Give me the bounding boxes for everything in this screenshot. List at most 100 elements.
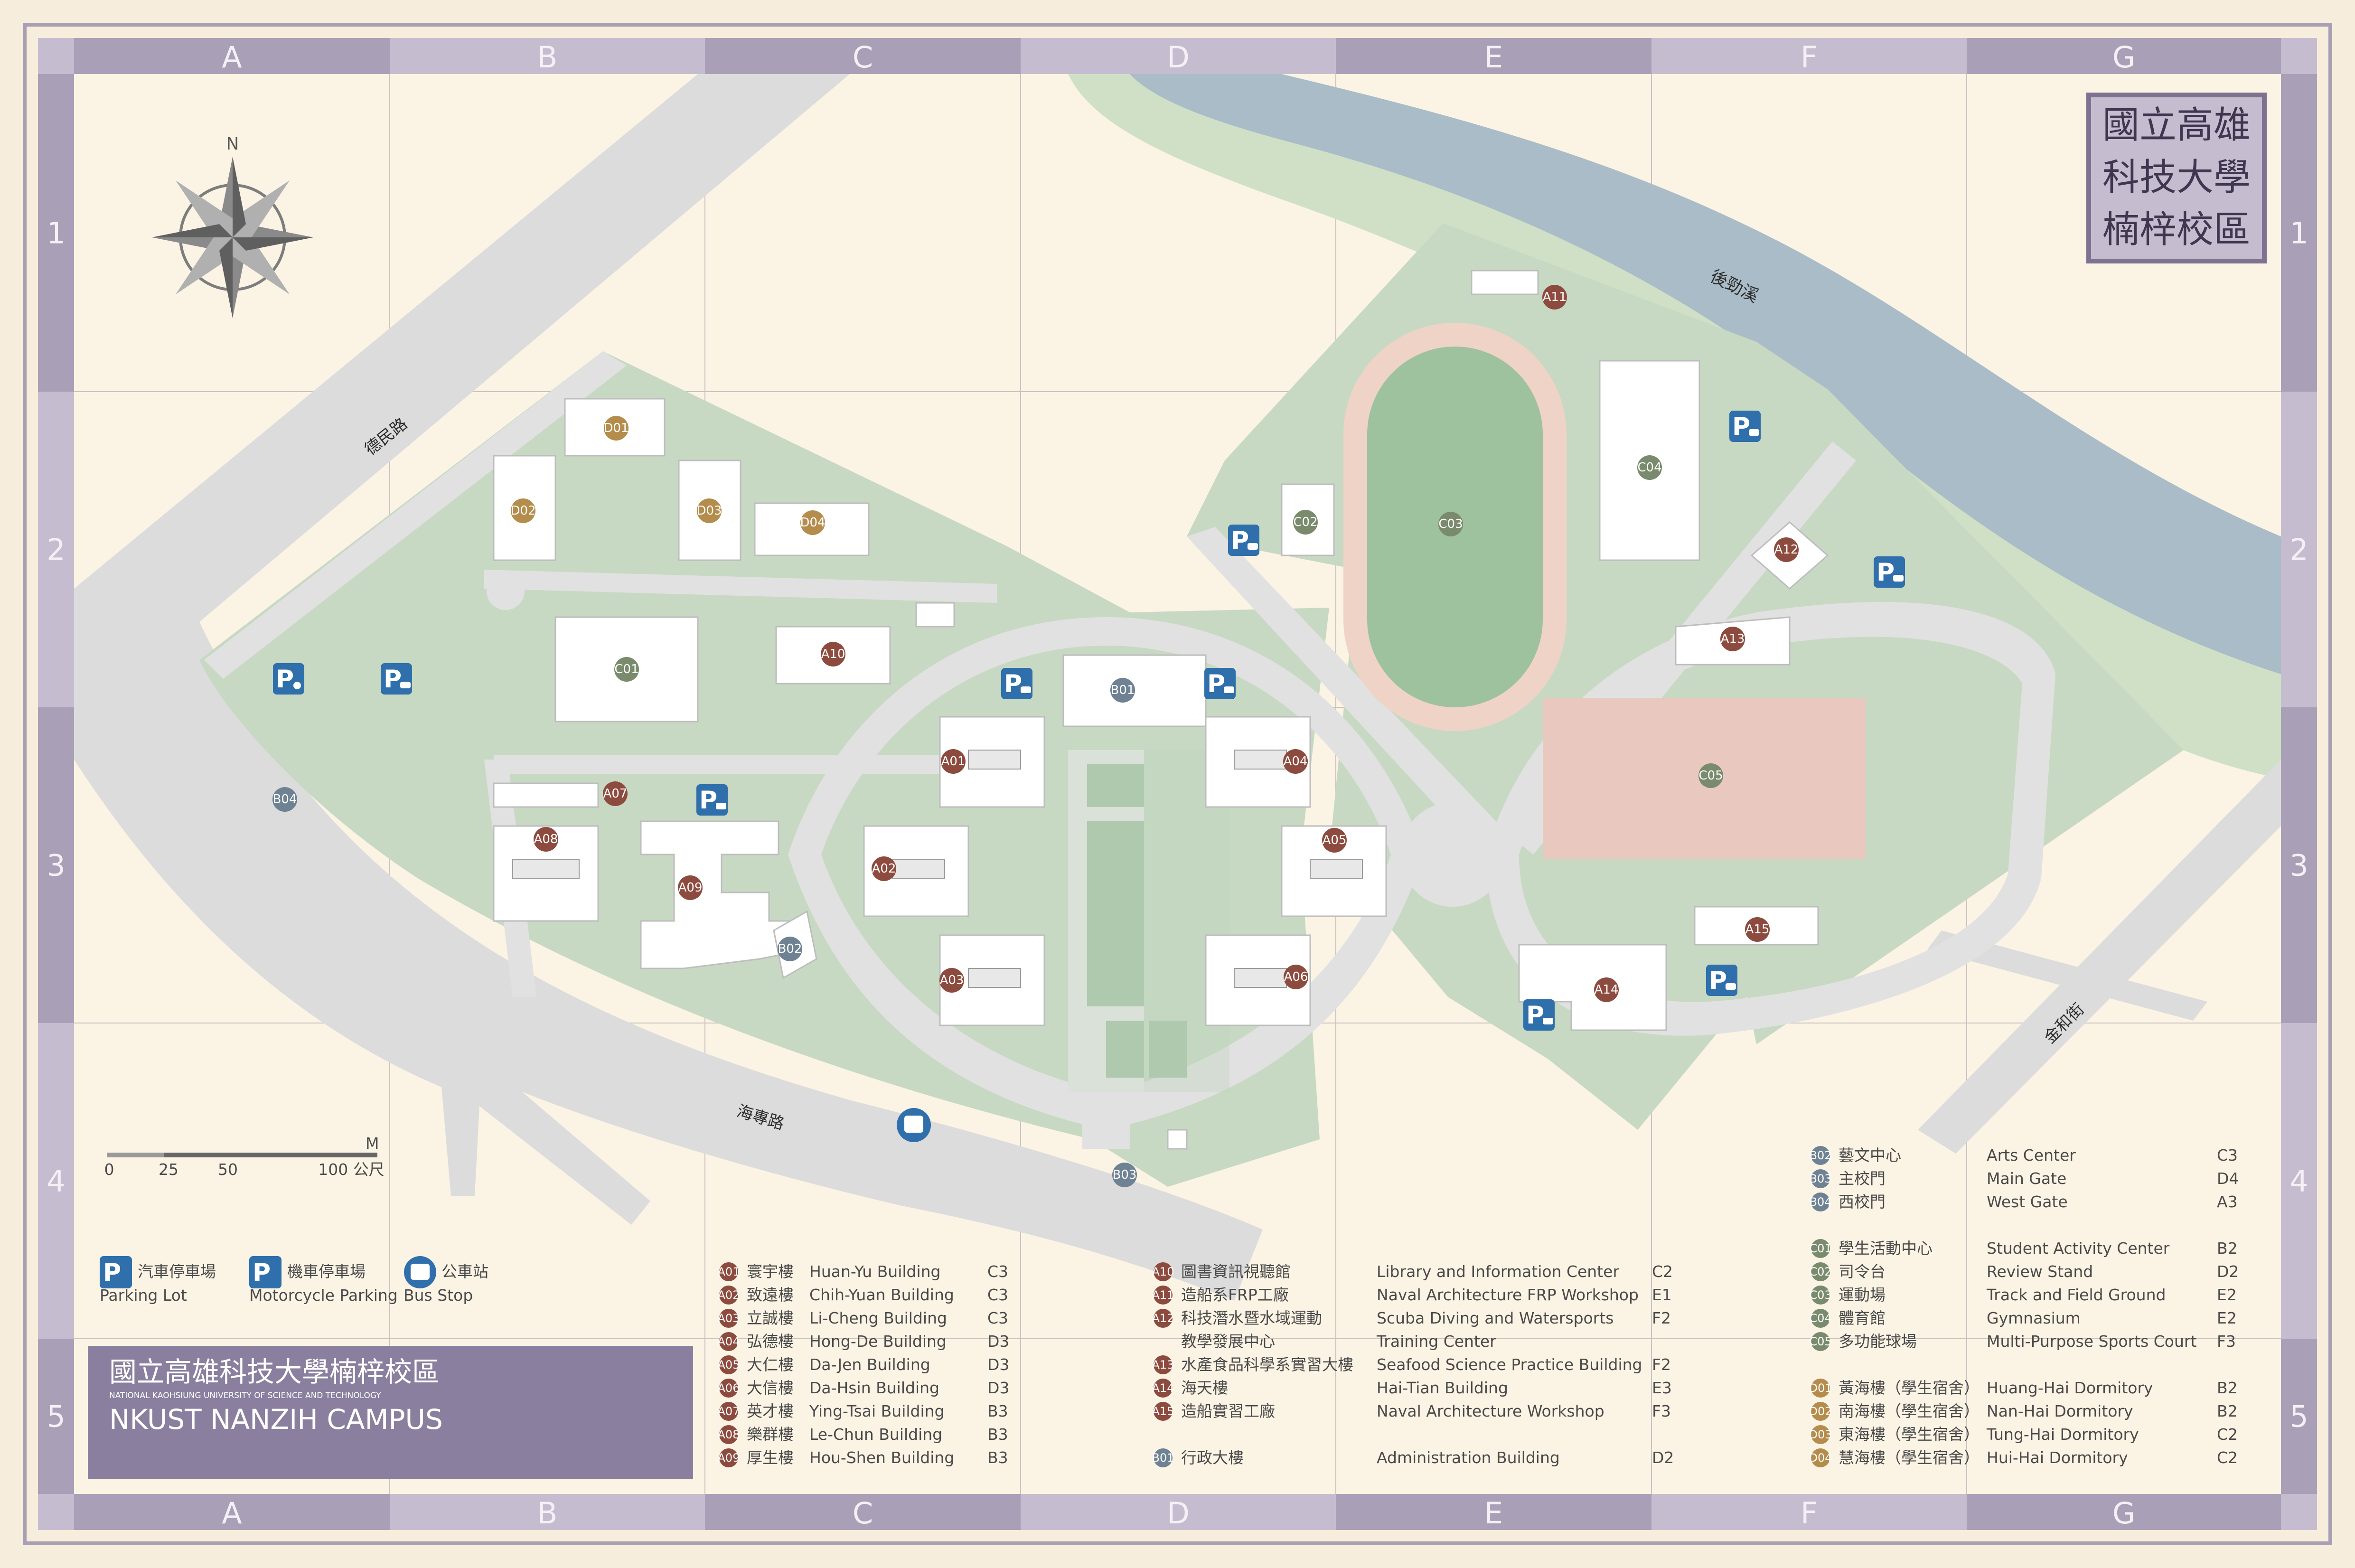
badge-a09[interactable]	[678, 875, 703, 900]
col-cell-bottom-G	[1967, 1494, 2281, 1530]
scale-label: 100 公尺	[318, 1160, 384, 1179]
map-parking-3[interactable]: P	[1001, 668, 1032, 699]
badge-d04[interactable]	[800, 510, 825, 535]
index-name-cn: 運動場	[1839, 1286, 1886, 1304]
index-name-en: Le-Chun Building	[809, 1425, 942, 1444]
badge-c03[interactable]	[1438, 512, 1463, 536]
badge-a14[interactable]	[1594, 977, 1619, 1002]
badge-a02[interactable]	[872, 856, 896, 881]
compass-rose: N	[152, 134, 313, 318]
map-parking-2[interactable]: P	[381, 663, 412, 695]
index-code: A11	[1152, 1288, 1174, 1302]
badge-a05[interactable]	[1322, 828, 1347, 853]
badge-d02[interactable]	[511, 498, 535, 523]
index-name-cn: 多功能球場	[1839, 1332, 1917, 1351]
col-label-top: G	[2112, 40, 2135, 75]
badge-b02[interactable]	[778, 937, 802, 961]
internal-road-loop	[494, 755, 949, 774]
badge-b01[interactable]	[1110, 678, 1135, 703]
map-parking-5[interactable]: P	[696, 784, 728, 816]
badge-code: A06	[1284, 970, 1308, 984]
badge-d01[interactable]	[604, 416, 629, 441]
index-badge	[719, 1286, 738, 1305]
badge-a12[interactable]	[1774, 537, 1799, 562]
index-badge	[719, 1262, 738, 1281]
index-badge	[719, 1448, 738, 1467]
index-name-cn: 司令台	[1839, 1262, 1886, 1281]
badge-a13[interactable]	[1720, 627, 1745, 651]
index-badge	[1811, 1192, 1830, 1211]
badge-a08[interactable]	[534, 827, 558, 852]
index-badge	[1154, 1262, 1173, 1281]
central-lawn-bg	[1068, 750, 1229, 1092]
index-name-en: Li-Cheng Building	[809, 1309, 947, 1327]
car-icon	[1543, 1018, 1553, 1024]
map-parking-10[interactable]: P	[1523, 999, 1555, 1031]
index-name-en: Seafood Science Practice Building	[1377, 1355, 1642, 1374]
col-cell-top-C	[705, 38, 1021, 74]
index-badge	[1811, 1425, 1830, 1444]
car-icon	[400, 682, 411, 688]
badge-a01[interactable]	[941, 749, 966, 774]
index-entry: A11 造船系FRP工廠 Naval Architecture FRP Worksh…	[1152, 1286, 1672, 1305]
index-badge	[1811, 1332, 1830, 1351]
badge-a03[interactable]	[939, 968, 964, 993]
col-label-bottom: B	[537, 1496, 558, 1530]
index-name-cn: 海天樓	[1181, 1379, 1228, 1397]
map-parking-1[interactable]: P	[273, 663, 304, 695]
poi-icons: P P P P P P P P P P	[273, 411, 1905, 1142]
building-badges: A01A02A03A04A05A06A07A08A09A10A11A12A13A…	[272, 285, 1799, 1187]
map-parking-9[interactable]: P	[1706, 965, 1737, 996]
roundabout	[487, 572, 525, 610]
row-label-left: 1	[47, 216, 65, 251]
badge-b04[interactable]	[272, 787, 297, 812]
map-parking-4[interactable]: P	[1204, 668, 1236, 699]
index-badge	[719, 1332, 738, 1351]
map-bus-stop[interactable]	[897, 1108, 931, 1142]
badge-b03[interactable]	[1112, 1163, 1137, 1187]
map-parking-6[interactable]: P	[1228, 525, 1259, 556]
index-grid-ref: E2	[2217, 1309, 2237, 1327]
badge-a06[interactable]	[1284, 965, 1308, 989]
badge-a11[interactable]	[1542, 285, 1567, 310]
parking-glyph: P	[1207, 670, 1225, 698]
index-name-en: Gymnasium	[1987, 1309, 2081, 1327]
badge-c02[interactable]	[1293, 510, 1318, 535]
badge-a04[interactable]	[1283, 749, 1308, 774]
index-name-cn: 樂群樓	[747, 1425, 794, 1444]
index-badge	[1811, 1379, 1830, 1398]
map-parking-7[interactable]: P	[1729, 411, 1761, 442]
courtyard-a02	[892, 859, 945, 879]
index-grid-ref: D2	[2217, 1262, 2239, 1281]
col-cell-top-D	[1021, 38, 1336, 74]
index-badge	[1811, 1146, 1830, 1165]
badge-d03[interactable]	[697, 498, 722, 523]
badge-a10[interactable]	[821, 642, 845, 667]
badge-c04[interactable]	[1637, 455, 1662, 480]
badge-a07[interactable]	[603, 781, 628, 806]
badge-c01[interactable]	[614, 657, 639, 682]
index-grid-ref: F2	[1652, 1309, 1671, 1327]
index-code: D02	[1809, 1405, 1832, 1418]
map-parking-8[interactable]: P	[1874, 556, 1905, 588]
index-code: C02	[1809, 1265, 1831, 1278]
car-icon	[1749, 429, 1759, 436]
row-cell-right-2	[2281, 392, 2317, 707]
title-box-line-2: 科技大學	[2102, 156, 2251, 199]
row-cell-left-4	[38, 1023, 74, 1339]
index-name-en: Naval Architecture FRP Workshop	[1377, 1286, 1639, 1304]
index-code: B01	[1152, 1451, 1174, 1465]
badge-c05[interactable]	[1698, 763, 1723, 788]
badge-a15[interactable]	[1745, 917, 1770, 942]
index-name-cn: 造船系FRP工廠	[1181, 1286, 1289, 1304]
index-badge	[719, 1355, 738, 1374]
